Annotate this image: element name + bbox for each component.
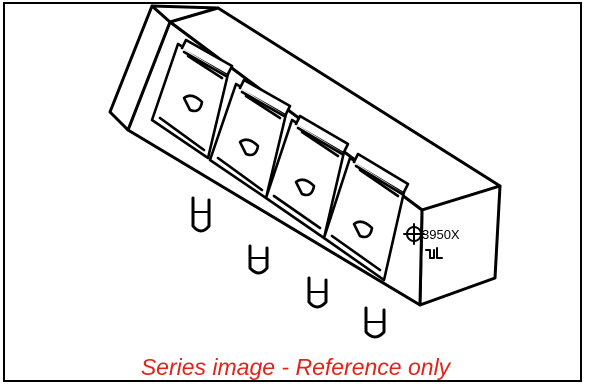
- ul-recognized-icon: [425, 247, 443, 259]
- part-marking-text: 3950X: [422, 227, 460, 242]
- cavities: [150, 38, 410, 282]
- cavity-1: [150, 38, 234, 160]
- pins: [191, 196, 386, 339]
- pin: [248, 244, 269, 275]
- crosshair-circle-icon: [403, 223, 425, 245]
- pin: [364, 306, 386, 339]
- pin: [307, 276, 328, 309]
- cavity-3: [264, 114, 350, 240]
- caption: Series image - Reference only: [140, 354, 451, 380]
- cavity-4: [322, 152, 410, 282]
- pin: [191, 196, 211, 233]
